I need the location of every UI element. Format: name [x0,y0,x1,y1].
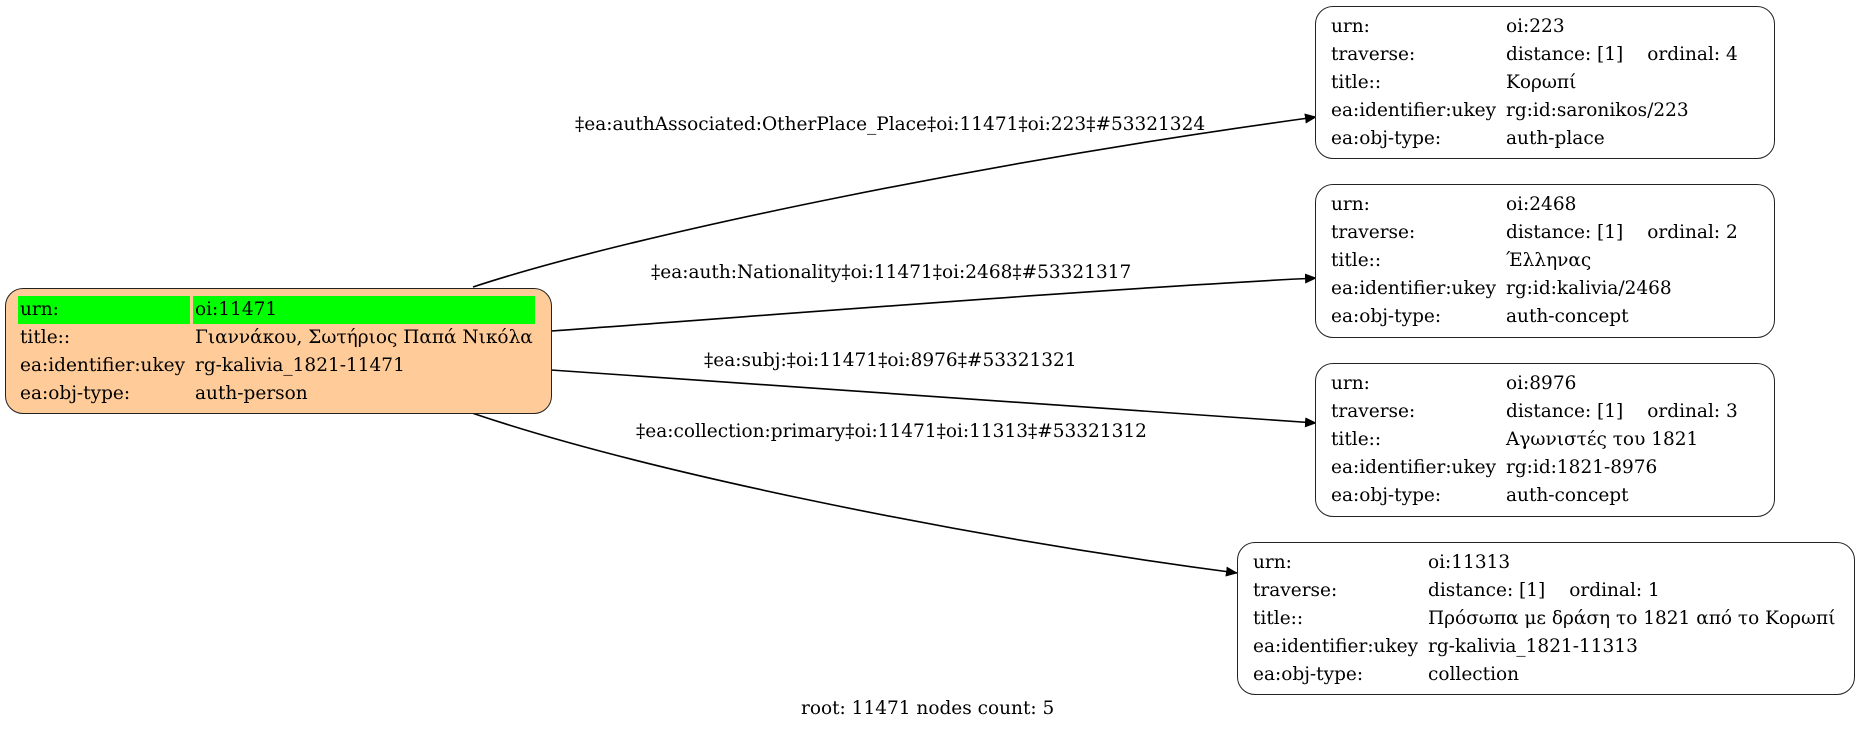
node-type-value: collection [1428,664,1520,685]
node-distance: distance: [1] [1506,44,1624,65]
node-traverse-key: traverse: [1331,222,1416,243]
edge-to-oi-11313 [471,412,1238,577]
node-ukey-value: rg:id:kalivia/2468 [1506,278,1672,299]
edge-label-nationality: ‡ea:auth:Nationality‡oi:11471‡oi:2468‡#5… [651,262,1132,283]
root-title-key: title:: [20,327,71,348]
node-ukey-key: ea:identifier:ukey [1331,100,1497,121]
root-node[interactable]: urn: oi:11471 title:: Γιαννάκου, Σωτήριο… [5,288,552,414]
root-row-urn: urn: oi:11471 [18,296,535,324]
edge-to-oi-223 [472,113,1317,288]
edge-label-subj: ‡ea:subj:‡oi:11471‡oi:8976‡#53321321 [704,350,1077,371]
node-type-key: ea:obj-type: [1253,664,1364,685]
root-urn-key: urn: [18,296,190,324]
graph-footer: root: 11471 nodes count: 5 [801,698,1055,719]
node-oi-223[interactable]: urn: oi:223 traverse: distance: [1] ordinal… [1315,6,1775,159]
node-type-value: auth-concept [1506,306,1629,327]
node-type-value: auth-place [1506,128,1605,149]
node-ukey-key: ea:identifier:ukey [1331,457,1497,478]
node-oi-11313[interactable]: urn: oi:11313 traverse: distance: [1] ordin… [1237,542,1855,695]
node-urn-value: oi:223 [1506,16,1565,37]
root-row-type: ea:obj-type: auth-person [18,380,535,408]
node-title-key: title:: [1331,250,1382,271]
node-type-key: ea:obj-type: [1331,485,1442,506]
node-title-key: title:: [1331,72,1382,93]
node-urn-value: oi:11313 [1428,552,1511,573]
node-distance: distance: [1] [1506,222,1624,243]
node-traverse-key: traverse: [1331,401,1416,422]
node-title-key: title:: [1253,608,1304,629]
node-urn-key: urn: [1253,552,1292,573]
root-row-title: title:: Γιαννάκου, Σωτήριος Παπά Νικόλα [18,324,535,352]
node-title-key: title:: [1331,429,1382,450]
edge-to-oi-8976 [550,369,1317,428]
node-ukey-value: rg-kalivia_1821-11313 [1428,636,1638,657]
node-type-value: auth-concept [1506,485,1629,506]
node-ukey-key: ea:identifier:ukey [1331,278,1497,299]
edge-to-oi-2468 [550,273,1317,332]
node-urn-value: oi:8976 [1506,373,1577,394]
node-title-value: Έλληνας [1506,250,1592,271]
node-urn-value: oi:2468 [1506,194,1577,215]
root-type-key: ea:obj-type: [20,383,131,404]
node-distance: distance: [1] [1506,401,1624,422]
node-ordinal: ordinal: 1 [1569,580,1660,601]
node-traverse-key: traverse: [1331,44,1416,65]
node-title-value: Κορωπί [1506,72,1577,93]
root-row-ukey: ea:identifier:ukey rg-kalivia_1821-11471 [18,352,535,380]
edge-label-collection: ‡ea:collection:primary‡oi:11471‡oi:11313… [636,421,1147,442]
root-ukey-key: ea:identifier:ukey [20,355,186,376]
edge-label-authassociated: ‡ea:authAssociated:OtherPlace_Place‡oi:1… [575,114,1206,135]
root-urn-value: oi:11471 [193,296,535,324]
root-type-value: auth-person [195,383,308,404]
node-distance: distance: [1] [1428,580,1546,601]
node-title-value: Αγωνιστές του 1821 [1506,429,1699,450]
node-urn-key: urn: [1331,194,1370,215]
root-ukey-value: rg-kalivia_1821-11471 [195,355,405,376]
node-traverse-key: traverse: [1253,580,1338,601]
node-ordinal: ordinal: 3 [1647,401,1738,422]
node-title-value: Πρόσωπα με δράση το 1821 από το Κορωπί [1428,608,1836,629]
node-type-key: ea:obj-type: [1331,306,1442,327]
node-urn-key: urn: [1331,373,1370,394]
node-ukey-key: ea:identifier:ukey [1253,636,1419,657]
root-title-value: Γιαννάκου, Σωτήριος Παπά Νικόλα [195,327,533,348]
node-urn-key: urn: [1331,16,1370,37]
node-type-key: ea:obj-type: [1331,128,1442,149]
node-ukey-value: rg:id:saronikos/223 [1506,100,1689,121]
node-ordinal: ordinal: 4 [1647,44,1738,65]
node-oi-2468[interactable]: urn: oi:2468 traverse: distance: [1] ordina… [1315,184,1775,338]
node-ukey-value: rg:id:1821-8976 [1506,457,1658,478]
node-ordinal: ordinal: 2 [1647,222,1738,243]
node-oi-8976[interactable]: urn: oi:8976 traverse: distance: [1] ordina… [1315,363,1775,517]
